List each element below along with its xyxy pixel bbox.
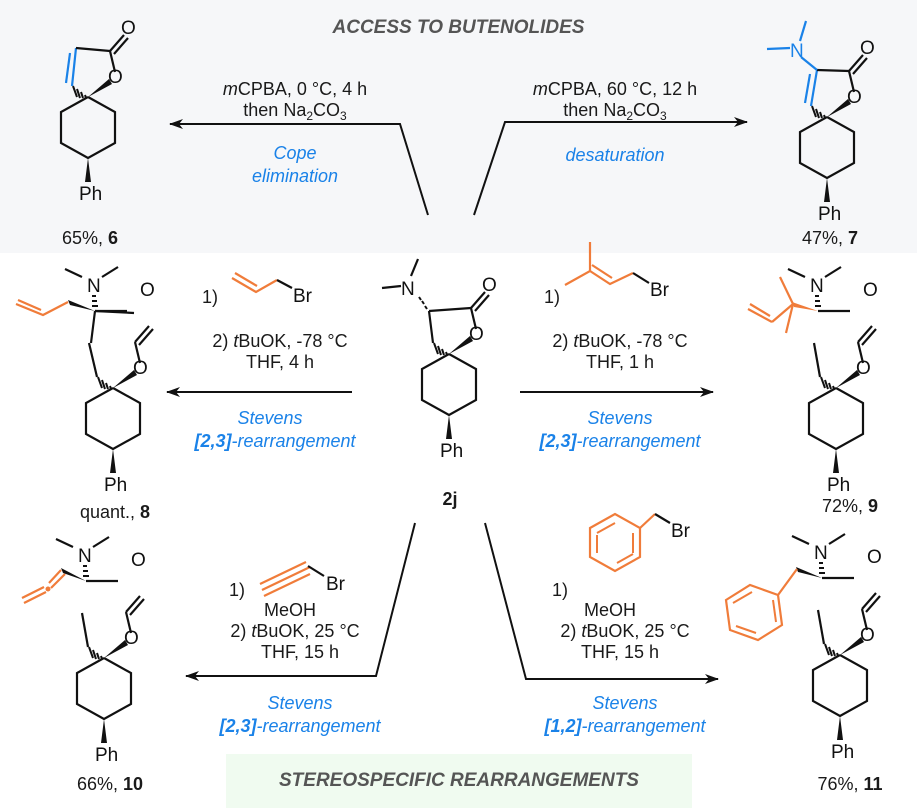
compound-7-structure: N O O Ph	[766, 20, 875, 225]
step1-11: 1)	[551, 580, 568, 600]
svg-text:O: O	[847, 87, 862, 108]
step2b-8: THF, 4 h	[245, 352, 315, 372]
reaction-type-8-line2: [2,3]-rearrangement	[194, 431, 356, 451]
svg-text:Br: Br	[293, 286, 313, 307]
yield-label-7: 47%, 7	[801, 228, 859, 248]
svg-text:N: N	[78, 546, 92, 567]
yield-label-9: 72%, 9	[821, 496, 879, 516]
yield-label-10: 66%, 10	[76, 774, 144, 794]
reaction-type-6-line1: Cope	[273, 143, 317, 163]
svg-text:O: O	[121, 18, 136, 39]
reaction-type-11-line1: Stevens	[592, 693, 658, 713]
svg-text:Ph: Ph	[79, 184, 102, 205]
yield-label-8: quant., 8	[79, 502, 151, 522]
svg-text:O: O	[108, 67, 123, 88]
reagent-propargyl-bromide: Br	[259, 561, 346, 597]
compound-9-structure: N O O Ph	[747, 266, 878, 496]
step1-10: 1)	[228, 580, 245, 600]
svg-text:O: O	[469, 324, 484, 345]
step2b-10: THF, 15 h	[260, 642, 340, 662]
conditions-6-then: then Na2CO3	[243, 100, 347, 123]
svg-text:O: O	[860, 38, 875, 59]
compound-2j-structure: N O O Ph	[381, 258, 497, 462]
step2-11: 2) tBuOK, 25 °C	[560, 621, 690, 641]
compound-10-structure: N O O Ph	[21, 536, 146, 766]
svg-text:N: N	[401, 279, 415, 300]
compound-8-structure: N O O Ph	[15, 266, 155, 496]
svg-text:N: N	[810, 276, 824, 297]
svg-text:O: O	[856, 358, 871, 379]
svg-text:N: N	[790, 41, 804, 62]
svg-text:Ph: Ph	[831, 742, 854, 763]
arrow-to-7	[473, 117, 748, 216]
reaction-type-11-line2: [1,2]-rearrangement	[544, 716, 706, 736]
svg-text:Br: Br	[671, 521, 691, 542]
header-stereospecific-rearrangements: STEREOSPECIFIC REARRANGEMENTS	[279, 770, 639, 791]
svg-text:Ph: Ph	[440, 441, 463, 462]
yield-label-11: 76%, 11	[817, 774, 883, 794]
compound-11-structure: N O O Ph	[724, 533, 882, 763]
svg-text:O: O	[482, 275, 497, 296]
conditions-6-line2: then Na2CO3	[200, 100, 390, 123]
svg-text:Ph: Ph	[95, 745, 118, 766]
svg-text:O: O	[867, 547, 882, 568]
step2-10: 2) tBuOK, 25 °C	[230, 621, 360, 641]
reaction-type-9-line1: Stevens	[587, 408, 653, 428]
reaction-type-7: desaturation	[565, 145, 665, 165]
svg-text:Br: Br	[650, 280, 670, 301]
arrow-to-10	[185, 522, 416, 681]
reagent-allyl-bromide: Br	[231, 272, 313, 307]
butenolide-section-background	[0, 0, 917, 253]
arrow-to-6	[169, 119, 429, 216]
conditions-6-line1: mCPBA, 0 °C, 4 h	[222, 79, 368, 99]
svg-text:Ph: Ph	[104, 475, 127, 496]
rearrangement-section-banner	[226, 754, 692, 808]
svg-text:O: O	[863, 280, 878, 301]
step2b-9: THF, 1 h	[585, 352, 655, 372]
header-access-to-butenolides: ACCESS TO BUTENOLIDES	[332, 17, 585, 38]
step2-9: 2) tBuOK, -78 °C	[552, 331, 688, 351]
solvent-11: MeOH	[583, 600, 636, 620]
compound-6-structure: O O Ph	[59, 18, 136, 205]
solvent-10: MeOH	[263, 600, 316, 620]
svg-text:O: O	[131, 550, 146, 571]
reaction-type-6-line2: elimination	[251, 166, 339, 186]
reagent-prenyl-bromide: Br	[564, 242, 670, 301]
reaction-type-9-line2: [2,3]-rearrangement	[539, 431, 701, 451]
step1-9: 1)	[543, 287, 560, 307]
svg-text:O: O	[140, 280, 155, 301]
svg-text:N: N	[87, 276, 101, 297]
svg-text:Ph: Ph	[818, 204, 841, 225]
starting-material-label: 2j	[442, 489, 458, 509]
svg-text:O: O	[124, 628, 139, 649]
svg-text:N: N	[814, 543, 828, 564]
svg-text:O: O	[860, 625, 875, 646]
svg-text:O: O	[133, 358, 148, 379]
step2b-11: THF, 15 h	[580, 642, 660, 662]
svg-text:Br: Br	[326, 574, 346, 595]
reaction-type-10-line1: Stevens	[267, 693, 333, 713]
conditions-7-line2: then Na2CO3	[563, 100, 667, 123]
step2-8: 2) tBuOK, -78 °C	[212, 331, 348, 351]
reagent-benzyl-bromide: Br	[588, 512, 691, 573]
arrow-to-11	[484, 522, 719, 684]
reaction-type-8-line1: Stevens	[237, 408, 303, 428]
svg-text:Ph: Ph	[827, 475, 850, 496]
conditions-7-line1: mCPBA, 60 °C, 12 h	[532, 79, 698, 99]
reaction-type-10-line2: [2,3]-rearrangement	[219, 716, 381, 736]
yield-label-6: 65%, 6	[61, 228, 119, 248]
step1-8: 1)	[201, 287, 218, 307]
